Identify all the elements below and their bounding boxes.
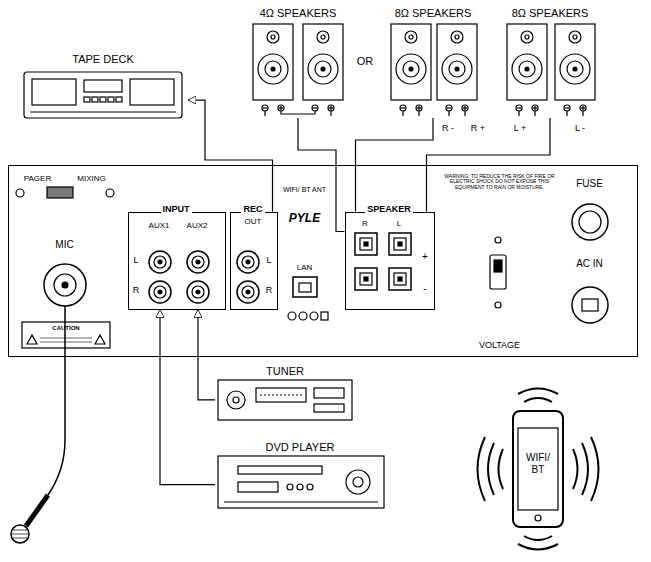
node-heading: LAN: [297, 263, 313, 272]
wire-label: L +: [514, 123, 526, 133]
node-text: L: [133, 255, 138, 265]
node-text: R: [133, 285, 140, 295]
smartphone: WIFI/ BT: [512, 410, 564, 528]
node-heading: MIC: [55, 239, 73, 251]
microphone-drawing: [11, 306, 65, 543]
tape-deck-drawing: [24, 72, 182, 118]
node-text: L: [397, 219, 401, 228]
node-heading: DVD PLAYER: [266, 441, 335, 454]
node-text: R: [266, 285, 273, 295]
panel-hardware: [16, 187, 608, 348]
node-text: WARNING: TO REDUCE THE RISK OF FIRE OR E…: [440, 174, 560, 191]
signal-cable: [188, 100, 273, 211]
node-text: +: [422, 251, 428, 263]
speaker-pair: 4Ω SPEAKERS: [245, 6, 351, 118]
node-text: -: [423, 283, 426, 295]
tuner: TUNER: [215, 365, 355, 423]
node-text: MIXING: [77, 174, 105, 183]
wire-label: OR: [357, 55, 374, 68]
node-heading: WIFI/ BT: [519, 452, 557, 475]
dvd-player-drawing: [218, 456, 384, 508]
node-text: PYLE: [289, 212, 320, 226]
speaker-cabinets: [253, 24, 595, 116]
node-heading: TUNER: [266, 365, 304, 378]
node-text: OUT: [245, 217, 262, 226]
node-heading: AC IN: [576, 258, 603, 270]
speaker-terminals: SPEAKERRL+-: [345, 212, 435, 310]
node-heading: INPUT: [161, 204, 192, 214]
node-text: WIFI/ BT ANT: [283, 186, 326, 194]
node-heading: 8Ω SPEAKERS: [395, 7, 472, 20]
node-text: AUX2: [187, 221, 208, 230]
wire-label: R -: [442, 123, 454, 133]
node-text: L: [266, 255, 271, 265]
mic-jack: MIC: [35, 237, 95, 312]
smartphone-drawing: [478, 389, 599, 550]
rec-out-jacks: RECOUTLR: [230, 212, 278, 310]
node-heading: REC: [241, 204, 264, 214]
signal-cable: [198, 310, 215, 400]
signal-cable: [160, 310, 215, 485]
wire-label: CAUTION: [52, 325, 79, 332]
node-heading: SPEAKER: [365, 204, 413, 214]
dvd-player: DVD PLAYER: [215, 440, 387, 512]
node-heading: 4Ω SPEAKERS: [260, 7, 337, 20]
node-text: AUX1: [149, 221, 170, 230]
wire-label: L -: [575, 123, 585, 133]
speaker-pair: 8Ω SPEAKERS: [383, 6, 483, 118]
ac-inlet: AC IN: [560, 255, 620, 335]
node-heading: 8Ω SPEAKERS: [512, 7, 589, 20]
node-heading: FUSE: [576, 178, 603, 190]
lan-port: LAN: [285, 262, 325, 304]
node-text: VOLTAGE: [479, 340, 520, 350]
wire-label: R +: [471, 123, 485, 133]
node-text: R: [362, 219, 368, 228]
node-heading: TAPE DECK: [72, 53, 134, 66]
speaker-pair: 8Ω SPEAKERS: [498, 6, 602, 118]
input-jacks: INPUTAUX1AUX2LR: [128, 212, 226, 310]
node-heading: PAGER: [24, 174, 51, 183]
tape-deck: TAPE DECK: [18, 52, 188, 126]
tuner-drawing: [218, 380, 352, 420]
amplifier-rear-panel: PAGER MIXING WIFI/ BT ANT PYLE WARNING: TO R…: [8, 165, 638, 357]
fuse-holder: FUSE: [560, 175, 620, 245]
